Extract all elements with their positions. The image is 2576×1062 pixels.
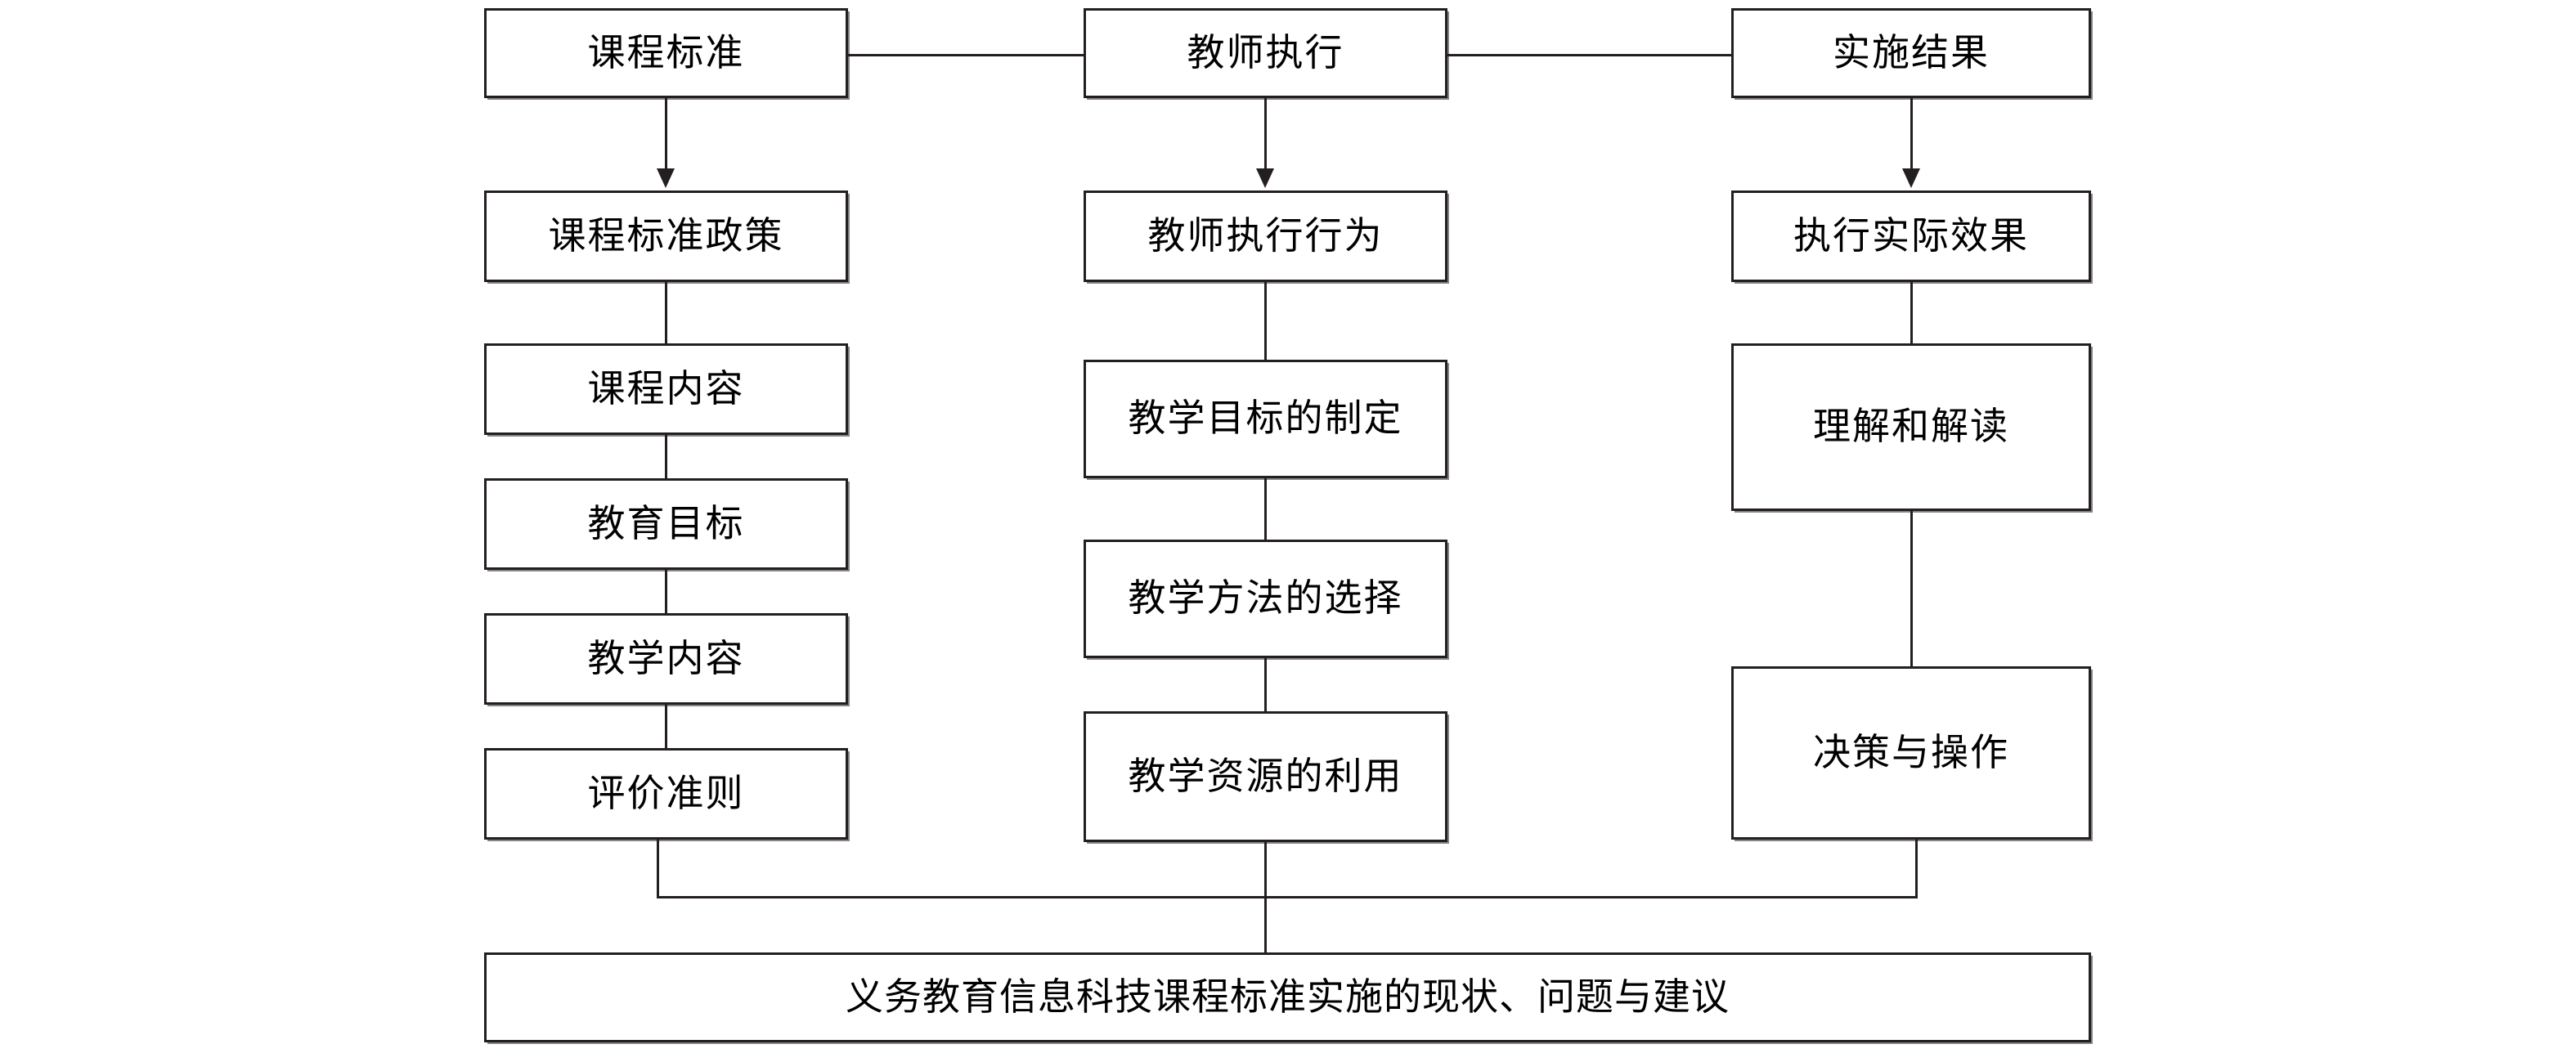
node-label: 教育目标 xyxy=(587,502,745,544)
node-label: 决策与操作 xyxy=(1813,731,2009,773)
connector-implementation-result-down xyxy=(1910,98,1913,170)
connector-right-column-to-merge xyxy=(1915,840,1918,898)
connector-header-middle-to-right xyxy=(1447,54,1731,56)
node-label: 实施结果 xyxy=(1833,31,1990,74)
connector-policy-to-content xyxy=(665,282,667,343)
connector-understanding-to-decision xyxy=(1910,511,1913,666)
node-label: 教学方法的选择 xyxy=(1128,577,1403,620)
node-curriculum-content[interactable]: 课程内容 xyxy=(484,343,848,435)
connector-left-column-to-merge xyxy=(657,840,659,898)
connector-header-left-to-middle xyxy=(848,54,1084,56)
node-implementation-result[interactable]: 实施结果 xyxy=(1731,8,2091,98)
node-label: 执行实际效果 xyxy=(1793,214,2029,257)
node-label: 教学目标的制定 xyxy=(1128,397,1403,440)
node-teaching-resource-utilization[interactable]: 教学资源的利用 xyxy=(1084,711,1447,842)
connector-method-selection-to-resource-utilization xyxy=(1264,658,1267,711)
node-understanding-interpretation[interactable]: 理解和解读 xyxy=(1731,343,2091,511)
connector-teaching-content-to-evaluation xyxy=(665,705,667,748)
node-label: 课程标准政策 xyxy=(548,214,784,257)
connector-middle-column-to-summary xyxy=(1264,842,1267,989)
node-decision-and-operation[interactable]: 决策与操作 xyxy=(1731,666,2091,840)
connector-curriculum-standard-down xyxy=(665,98,667,170)
node-label: 课程内容 xyxy=(587,367,745,410)
node-teaching-goal-setting[interactable]: 教学目标的制定 xyxy=(1084,360,1447,478)
arrowhead-curriculum-standard xyxy=(657,168,675,188)
node-label: 教师执行行为 xyxy=(1147,214,1384,257)
node-actual-implementation-effect[interactable]: 执行实际效果 xyxy=(1731,190,2091,282)
connector-goal-setting-to-method-selection xyxy=(1264,478,1267,540)
connector-behavior-to-goal-setting xyxy=(1264,282,1267,360)
connector-education-goal-to-teaching-content xyxy=(665,570,667,613)
node-education-goal[interactable]: 教育目标 xyxy=(484,478,848,570)
connector-effect-to-understanding xyxy=(1910,282,1913,343)
node-label: 理解和解读 xyxy=(1813,406,2009,448)
node-teacher-implementation[interactable]: 教师执行 xyxy=(1084,8,1447,98)
node-label: 课程标准 xyxy=(587,31,745,74)
node-label: 教师执行 xyxy=(1187,31,1344,74)
connector-teacher-implementation-down xyxy=(1264,98,1267,170)
arrowhead-implementation-result xyxy=(1902,168,1920,188)
node-label: 教学内容 xyxy=(587,637,745,679)
node-curriculum-standard[interactable]: 课程标准 xyxy=(484,8,848,98)
node-evaluation-criteria[interactable]: 评价准则 xyxy=(484,748,848,840)
arrowhead-teacher-implementation xyxy=(1256,168,1274,188)
node-label: 评价准则 xyxy=(587,772,745,814)
node-teacher-implementation-behavior[interactable]: 教师执行行为 xyxy=(1084,190,1447,282)
connector-merge-bar xyxy=(657,896,1918,898)
node-label: 教学资源的利用 xyxy=(1128,755,1403,797)
node-summary-conclusion[interactable]: 义务教育信息科技课程标准实施的现状、问题与建议 xyxy=(484,952,2091,1042)
node-teaching-content[interactable]: 教学内容 xyxy=(484,613,848,705)
node-label: 义务教育信息科技课程标准实施的现状、问题与建议 xyxy=(846,975,1730,1018)
node-teaching-method-selection[interactable]: 教学方法的选择 xyxy=(1084,540,1447,658)
connector-content-to-education-goal xyxy=(665,435,667,478)
node-curriculum-standard-policy[interactable]: 课程标准政策 xyxy=(484,190,848,282)
